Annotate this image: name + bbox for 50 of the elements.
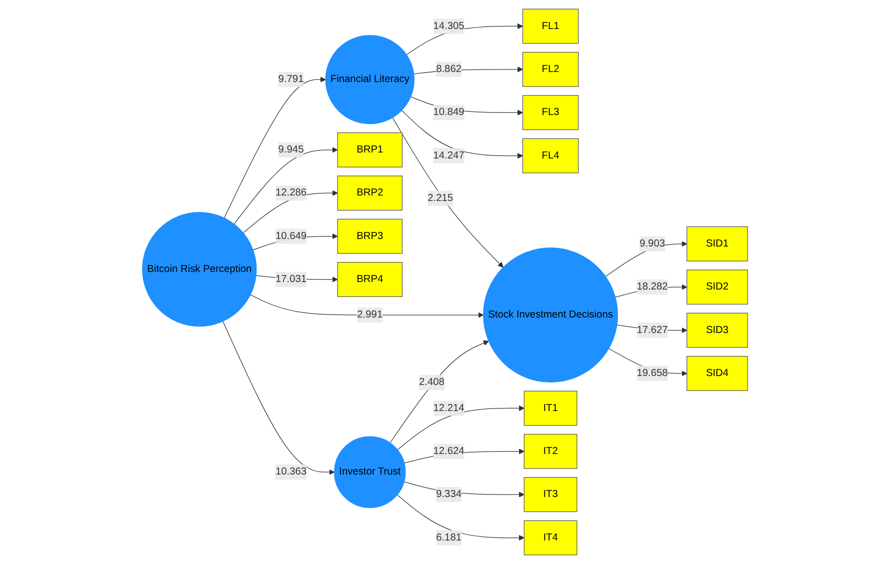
edge-label: 9.334 [436, 488, 462, 500]
arrow [392, 117, 504, 268]
edge-label: 12.624 [433, 446, 464, 456]
node-box: BRP3 [337, 218, 403, 254]
node-circle: Stock Investment Decisions [483, 248, 618, 382]
arrow [390, 340, 489, 444]
node-box: IT3 [524, 477, 578, 512]
edge-label: 9.945 [278, 144, 304, 155]
node-box: SID1 [686, 226, 748, 262]
edge-label: 2.991 [357, 309, 383, 320]
node-box: BRP1 [337, 132, 403, 168]
node-box: FL3 [522, 95, 579, 130]
node-circle: Bitcoin Risk Perception [142, 212, 257, 327]
edge-label: 10.849 [433, 106, 464, 118]
edge-label: 8.862 [436, 64, 462, 74]
node-box: BRP4 [337, 262, 403, 297]
node-box: IT1 [524, 390, 578, 426]
node-box: FL4 [522, 138, 579, 174]
edge-label: 14.247 [433, 150, 464, 161]
edge-label: 10.649 [275, 230, 307, 242]
edge-label: 17.031 [275, 274, 307, 285]
node-box: SID2 [686, 270, 748, 305]
edge-label: 18.282 [636, 281, 668, 292]
edge-label: 6.181 [436, 532, 462, 543]
edge-label: 9.903 [640, 238, 666, 249]
node-box: BRP2 [337, 176, 403, 211]
edge-label: 19.658 [636, 368, 668, 379]
node-box: SID3 [686, 312, 748, 348]
edge-label: 14.305 [433, 20, 464, 32]
node-circle: Financial Literacy [325, 34, 414, 124]
edge-label: 10.363 [275, 466, 307, 478]
arrow [250, 294, 484, 318]
edge-label: 12.214 [433, 402, 464, 414]
edge-label: 17.627 [636, 324, 668, 336]
arrow [396, 494, 524, 541]
node-box: SID4 [686, 356, 748, 391]
arrow [401, 110, 523, 159]
edge-label: 2.215 [428, 192, 454, 204]
edge-label: 12.286 [275, 187, 307, 198]
arrow [222, 320, 335, 475]
edge-label: 9.791 [278, 74, 304, 85]
node-box: IT4 [524, 520, 578, 556]
node-box: IT2 [524, 434, 578, 469]
node-circle: Investor Trust [334, 436, 406, 508]
arrow [397, 405, 524, 450]
arrow [224, 76, 326, 218]
node-box: FL1 [522, 8, 579, 44]
edge-label: 2.408 [418, 376, 444, 388]
node-box: FL2 [522, 52, 579, 87]
arrow [234, 147, 338, 224]
